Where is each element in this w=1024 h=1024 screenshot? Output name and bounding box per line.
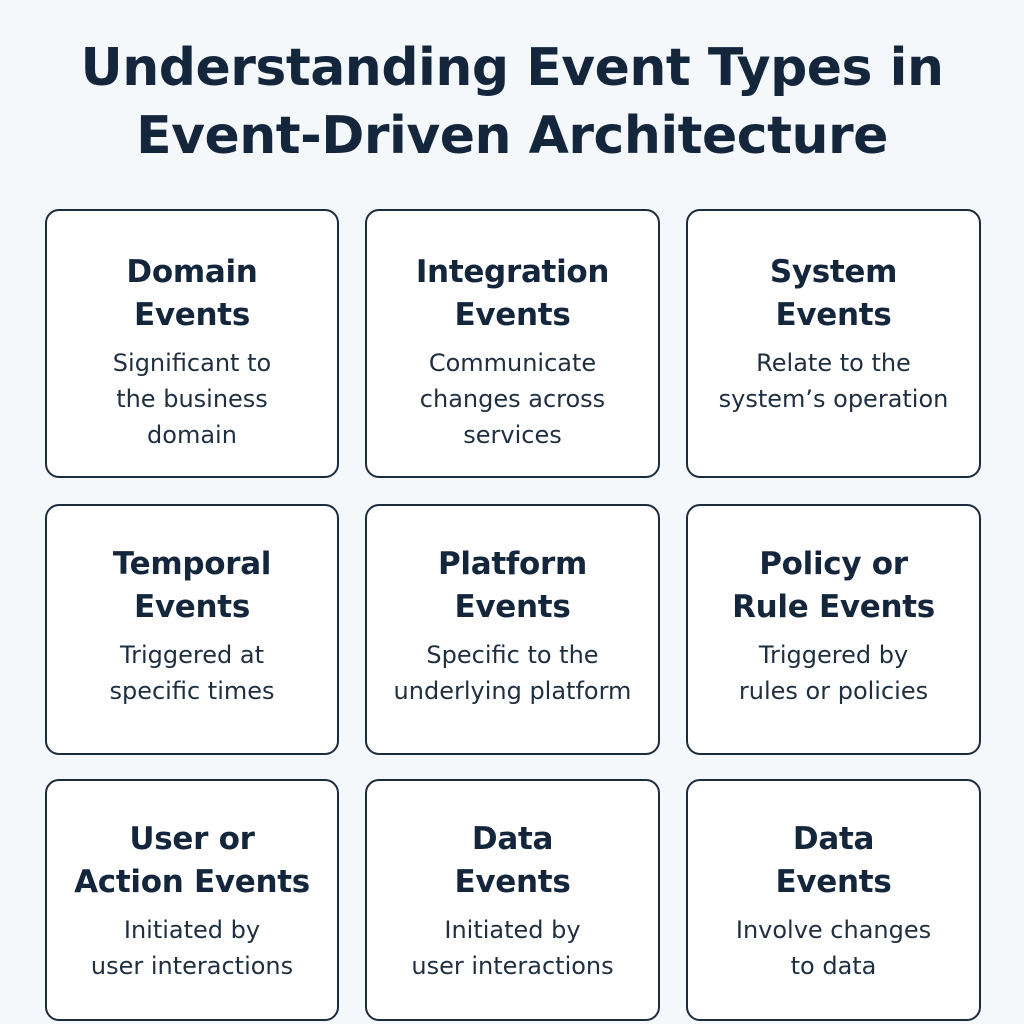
card-description-line: Initiated by [444,916,581,944]
card-title: User or Action Events [65,818,319,904]
card-title-line: Events [134,297,250,333]
card-title-line: Policy or [759,546,908,582]
card-description-line: Specific to the [426,641,599,669]
card-title-line: Events [134,589,250,625]
card-title-line: Rule Events [732,589,935,625]
card-description-line: Involve changes [735,916,932,944]
card-description-line: user interactions [411,952,614,980]
card-description-line: changes across [419,385,606,413]
card-title-line: Temporal [112,546,272,582]
card-title-line: Domain [126,254,258,290]
card-description: Significant to the business domain [65,345,319,453]
card-title: Policy or Rule Events [706,543,961,629]
card-system-events: System Events Relate to the system’s ope… [686,209,981,478]
card-description-line: specific times [109,677,275,705]
page-title-line-2: Event-Driven Architecture [136,106,888,166]
page-title: Understanding Event Types in Event-Drive… [0,34,1024,170]
card-description-line: system’s operation [718,385,949,413]
card-description: Specific to the underlying platform [385,637,640,709]
card-data-events-interactions: Data Events Initiated by user interactio… [365,779,660,1021]
card-title: Data Events [385,818,640,904]
page-title-line-1: Understanding Event Types in [80,38,944,98]
card-title-line: Events [775,297,892,333]
card-description-line: Triggered by [758,641,909,669]
card-integration-events: Integration Events Communicate changes a… [365,209,660,478]
card-title-line: User or [129,821,255,857]
card-title-line: Action Events [74,864,310,900]
card-description-line: underlying platform [393,677,632,705]
card-user-or-action-events: User or Action Events Initiated by user … [45,779,339,1021]
card-description-line: user interactions [90,952,294,980]
card-title-line: Integration [415,254,610,290]
card-description-line: domain [147,421,237,449]
card-description-line: to data [790,952,877,980]
card-title-line: Events [454,297,571,333]
card-data-events-changes: Data Events Involve changes to data [686,779,981,1021]
card-title: Data Events [706,818,961,904]
card-description: Communicate changes across services [385,345,640,453]
card-title: System Events [706,251,961,337]
card-title: Domain Events [65,251,319,337]
card-description-line: Triggered at [120,641,264,669]
card-description-line: rules or policies [738,677,929,705]
card-temporal-events: Temporal Events Triggered at specific ti… [45,504,339,755]
card-description: Relate to the system’s operation [706,345,961,417]
card-policy-or-rule-events: Policy or Rule Events Triggered by rules… [686,504,981,755]
card-description: Initiated by user interactions [65,912,319,984]
card-description: Triggered at specific times [65,637,319,709]
card-description-line: the business [116,385,268,413]
card-description: Triggered by rules or policies [706,637,961,709]
card-title-line: Events [775,864,892,900]
card-description-line: Significant to [112,349,272,377]
card-title: Platform Events [385,543,640,629]
card-description-line: services [463,421,562,449]
card-description-line: Initiated by [123,916,261,944]
card-title: Integration Events [385,251,640,337]
card-platform-events: Platform Events Specific to the underlyi… [365,504,660,755]
card-title-line: System [769,254,898,290]
card-title-line: Data [471,821,554,857]
card-title-line: Events [454,589,571,625]
card-title: Temporal Events [65,543,319,629]
card-title-line: Platform [437,546,588,582]
card-title-line: Data [792,821,875,857]
card-description: Initiated by user interactions [385,912,640,984]
card-description-line: Communicate [428,349,597,377]
card-domain-events: Domain Events Significant to the busines… [45,209,339,478]
card-description-line: Relate to the [756,349,911,377]
card-title-line: Events [454,864,571,900]
card-description: Involve changes to data [706,912,961,984]
